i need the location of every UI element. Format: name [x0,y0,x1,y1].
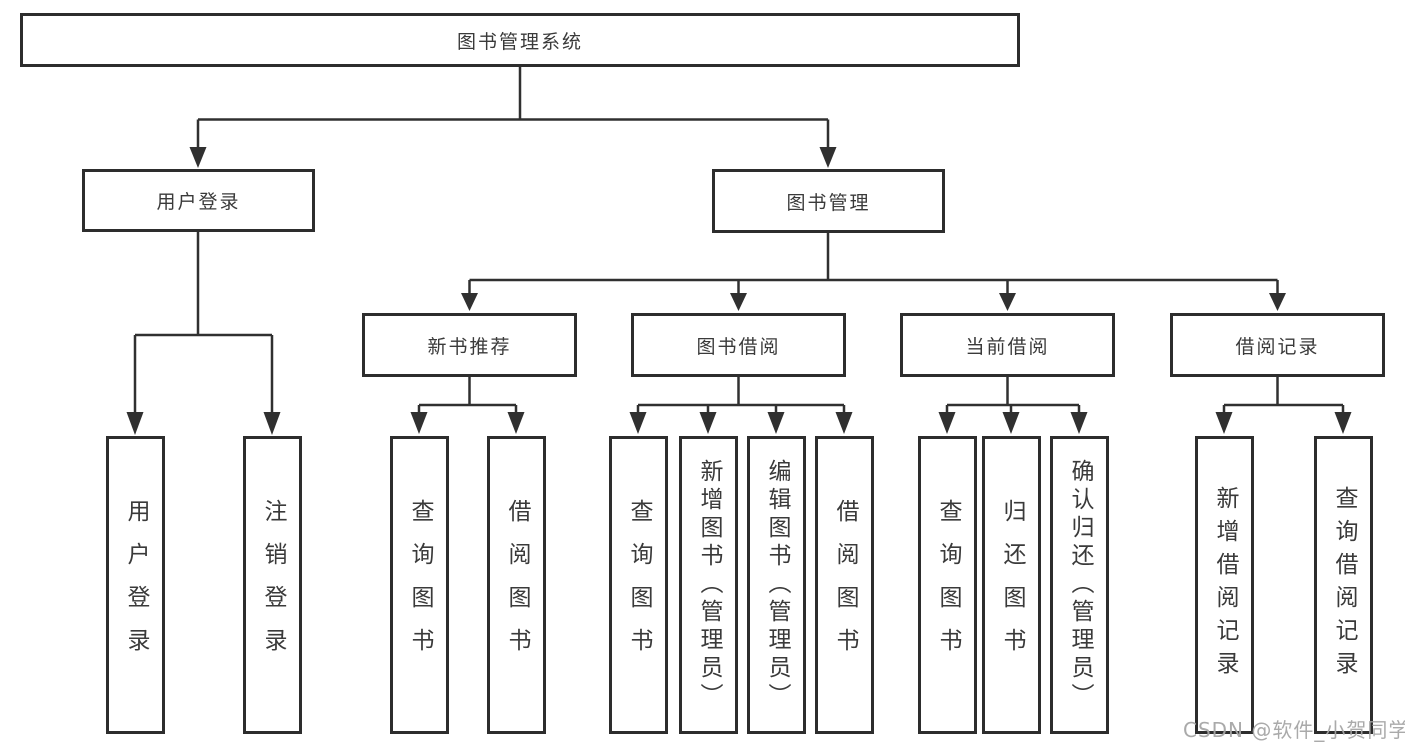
node-label: 注销登录 [260,499,286,671]
node-label: 查询借阅记录 [1331,486,1357,684]
arrowhead [410,412,428,434]
arrowhead [730,293,747,311]
node-label: 用户登录 [156,191,241,213]
node-user-login: 用户登录 [82,169,315,232]
leaf-query-books-borrow: 查询图书 [609,436,668,734]
arrowhead [938,412,956,434]
arrowhead [263,412,281,435]
arrowhead [126,412,144,435]
node-label: 新书推荐 [427,335,512,358]
node-label: 归还图书 [999,499,1025,671]
leaf-borrow-books: 借阅图书 [815,436,874,734]
node-label: 图书管理系统 [456,30,583,53]
leaf-query-books-recommend: 查询图书 [390,436,449,734]
arrowhead [461,293,478,311]
leaf-query-borrow-record: 查询借阅记录 [1314,436,1373,734]
leaf-add-borrow-record: 新增借阅记录 [1195,436,1254,734]
leaf-borrow-books-recommend: 借阅图书 [487,436,546,734]
node-label: 查询图书 [935,499,961,671]
arrowhead [1269,293,1286,311]
node-label: 查询图书 [407,499,433,671]
arrowhead [1215,412,1233,434]
node-label: 编辑图书（管理员） [764,459,790,711]
node-label: 借阅图书 [832,499,858,671]
edge-level3-to-leaves [417,377,1345,416]
node-label: 借阅记录 [1235,335,1320,358]
node-label: 图书借阅 [696,335,781,358]
arrowhead [835,412,853,434]
node-label: 借阅图书 [504,499,530,671]
edge-root-to-level2 [196,67,830,151]
arrowhead [699,412,717,434]
node-label: 新增借阅记录 [1212,486,1238,684]
arrowhead [1002,412,1020,434]
watermark: CSDN @软件_小贺同学 [1183,718,1405,742]
edge-login-to-leaves [133,232,274,415]
leaf-edit-book-admin: 编辑图书（管理员） [747,436,806,734]
arrowhead [629,412,647,434]
leaf-return-books: 归还图书 [982,436,1041,734]
arrowhead [1070,412,1088,434]
node-root: 图书管理系统 [20,13,1020,67]
node-label: 图书管理 [786,191,871,214]
node-new-book-recommend: 新书推荐 [362,313,577,377]
node-label: 新增图书（管理员） [696,459,722,711]
edge-manage-to-level3 [468,233,1279,296]
node-current-borrow: 当前借阅 [900,313,1115,377]
node-label: 当前借阅 [965,335,1050,358]
leaf-add-book-admin: 新增图书（管理员） [679,436,738,734]
leaf-logout: 注销登录 [243,436,302,734]
leaf-user-login: 用户登录 [106,436,165,734]
leaf-query-books-current: 查询图书 [918,436,977,734]
node-label: 用户登录 [123,499,149,671]
arrowhead [767,412,785,434]
node-book-borrow: 图书借阅 [631,313,846,377]
node-book-management: 图书管理 [712,169,945,233]
node-label: 查询图书 [626,499,652,671]
node-label: 确认归还（管理员） [1067,459,1093,711]
arrowhead [189,147,207,168]
arrowhead [999,293,1016,311]
arrowhead [819,147,837,168]
node-borrow-records: 借阅记录 [1170,313,1385,377]
arrowhead [1334,412,1352,434]
arrowhead [507,412,525,434]
leaf-confirm-return-admin: 确认归还（管理员） [1050,436,1109,734]
